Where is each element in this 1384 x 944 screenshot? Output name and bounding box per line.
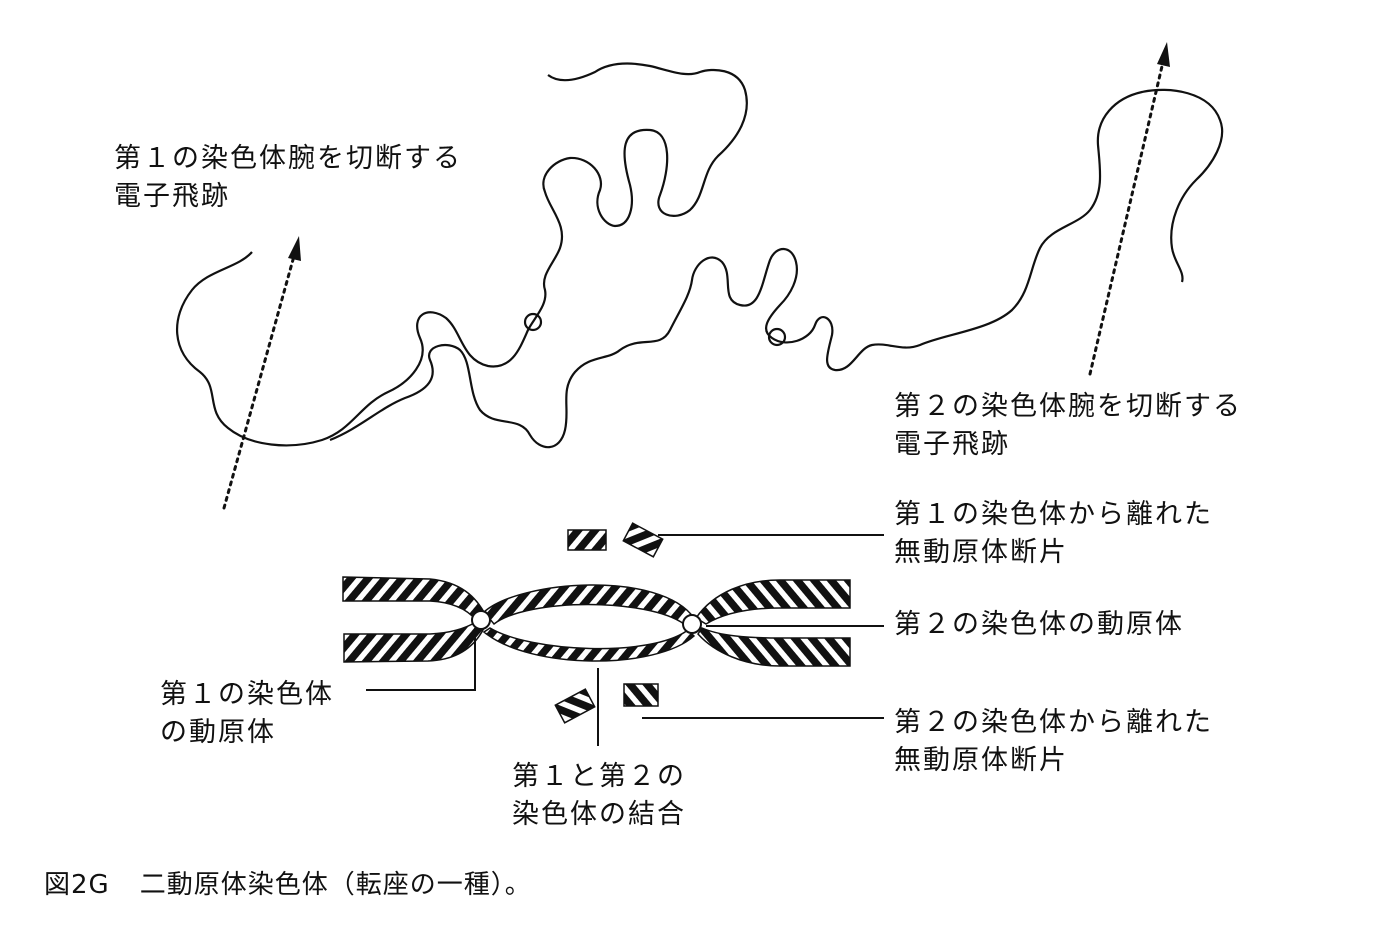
label-centromere-1-line2: の動原体 — [160, 717, 276, 748]
label-centromere-1: 第１の染色体 の動原体 — [160, 676, 334, 752]
label-junction-line2: 染色体の結合 — [512, 799, 686, 830]
label-junction: 第１と第２の 染色体の結合 — [512, 758, 686, 834]
caption-text: 二動原体染色体（転座の一種）。 — [139, 870, 532, 900]
label-track-2-line1: 第２の染色体腕を切断する — [894, 391, 1242, 422]
caption-number: 図2G — [44, 870, 110, 900]
label-track-2-line2: 電子飛跡 — [894, 429, 1010, 460]
centromere-1 — [471, 610, 491, 630]
electron-track-2-arrowhead — [1157, 42, 1170, 67]
acentric-fragment-2a — [554, 688, 596, 724]
chromosome-thread-2-loop — [767, 327, 787, 347]
chromosome-thread-1 — [175, 62, 748, 447]
label-junction-line1: 第１と第２の — [512, 761, 686, 792]
chromosome-thread-1-loop — [523, 312, 543, 332]
chromatid-upper-middle — [482, 584, 696, 626]
label-acentric-2-line2: 無動原体断片 — [894, 745, 1068, 776]
label-centromere-1-line1: 第１の染色体 — [160, 679, 334, 710]
label-centromere-2-line1: 第２の染色体の動原体 — [894, 609, 1184, 640]
leader-centromere-1 — [366, 628, 476, 691]
electron-track-1-arrowhead — [288, 236, 301, 261]
label-acentric-2-line1: 第２の染色体から離れた — [894, 707, 1213, 738]
label-track-1-line2: 電子飛跡 — [114, 181, 230, 212]
acentric-fragment-1b — [622, 522, 664, 558]
centromere-2 — [682, 614, 702, 634]
chromatid-lower-right — [697, 627, 851, 667]
chromatid-upper-right — [694, 579, 851, 625]
acentric-fragment-2b — [623, 683, 659, 707]
acentric-fragment-1a — [567, 529, 607, 551]
chromosome-thread-2 — [329, 88, 1224, 449]
label-acentric-1-line2: 無動原体断片 — [894, 537, 1068, 568]
label-track-1-line1: 第１の染色体腕を切断する — [114, 143, 462, 174]
chromatid-lower-middle — [482, 627, 696, 662]
electron-track-1 — [222, 254, 296, 510]
label-track-2: 第２の染色体腕を切断する 電子飛跡 — [894, 388, 1242, 464]
chromatid-upper-left — [342, 576, 488, 621]
chromatid-lower-left — [343, 621, 485, 663]
figure-caption: 図2G 二動原体染色体（転座の一種）。 — [44, 864, 532, 901]
label-centromere-2: 第２の染色体の動原体 — [894, 606, 1184, 644]
label-track-1: 第１の染色体腕を切断する 電子飛跡 — [114, 140, 462, 216]
label-acentric-1: 第１の染色体から離れた 無動原体断片 — [894, 496, 1213, 572]
label-acentric-2: 第２の染色体から離れた 無動原体断片 — [894, 704, 1213, 780]
label-acentric-1-line1: 第１の染色体から離れた — [894, 499, 1213, 530]
electron-track-2 — [1088, 60, 1165, 376]
